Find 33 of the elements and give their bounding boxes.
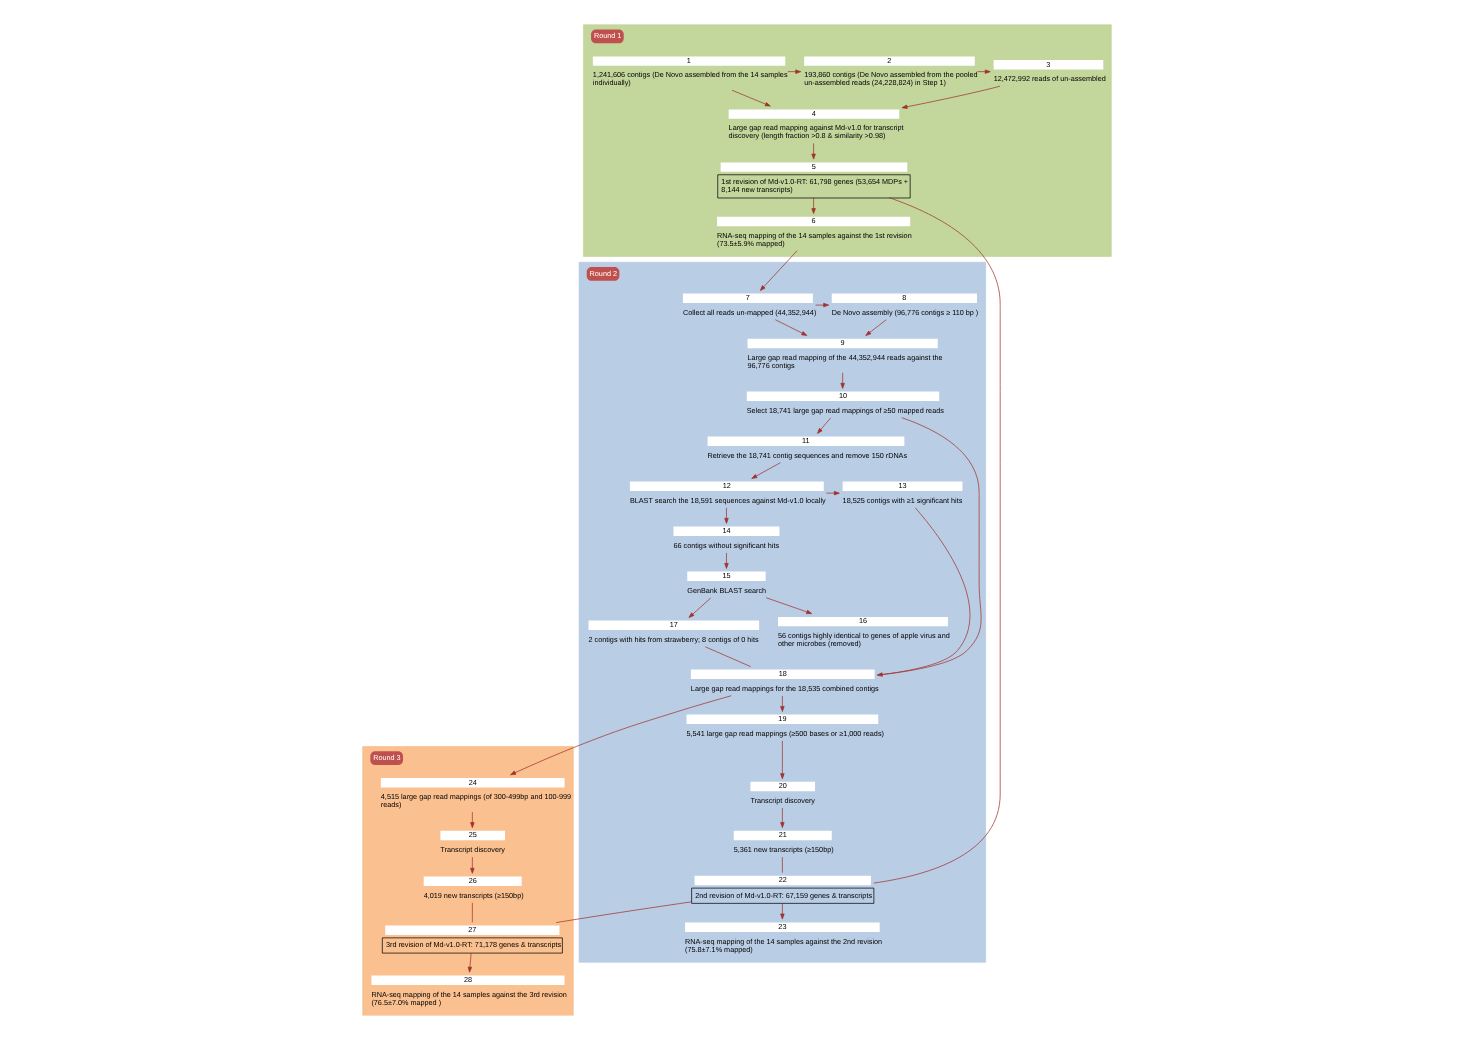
connector — [703, 646, 751, 667]
connector — [872, 197, 1000, 884]
arrow — [764, 597, 812, 614]
arrow — [509, 695, 731, 776]
arrow — [864, 319, 886, 336]
arrow — [750, 462, 780, 479]
arrow — [723, 552, 728, 569]
arrow — [810, 143, 815, 160]
arrow — [900, 85, 1000, 109]
arrow — [786, 69, 801, 74]
arrow — [758, 250, 797, 291]
arrow — [839, 372, 844, 389]
arrow — [723, 507, 728, 524]
arrow — [779, 807, 784, 828]
arrow — [875, 417, 981, 677]
arrow — [779, 740, 784, 780]
arrow — [976, 69, 990, 74]
arrow — [779, 695, 784, 712]
arrow — [816, 417, 831, 434]
connector — [471, 902, 472, 923]
arrow — [469, 856, 474, 874]
arrow — [730, 89, 770, 107]
arrow — [814, 302, 829, 308]
arrow — [824, 491, 839, 496]
connector — [875, 507, 970, 676]
connector — [554, 901, 691, 923]
arrow — [779, 903, 784, 920]
arrow — [773, 319, 807, 336]
connector — [781, 856, 782, 874]
arrow — [469, 811, 474, 828]
arrow — [466, 952, 472, 973]
arrow — [810, 197, 815, 214]
arrow — [687, 597, 711, 618]
